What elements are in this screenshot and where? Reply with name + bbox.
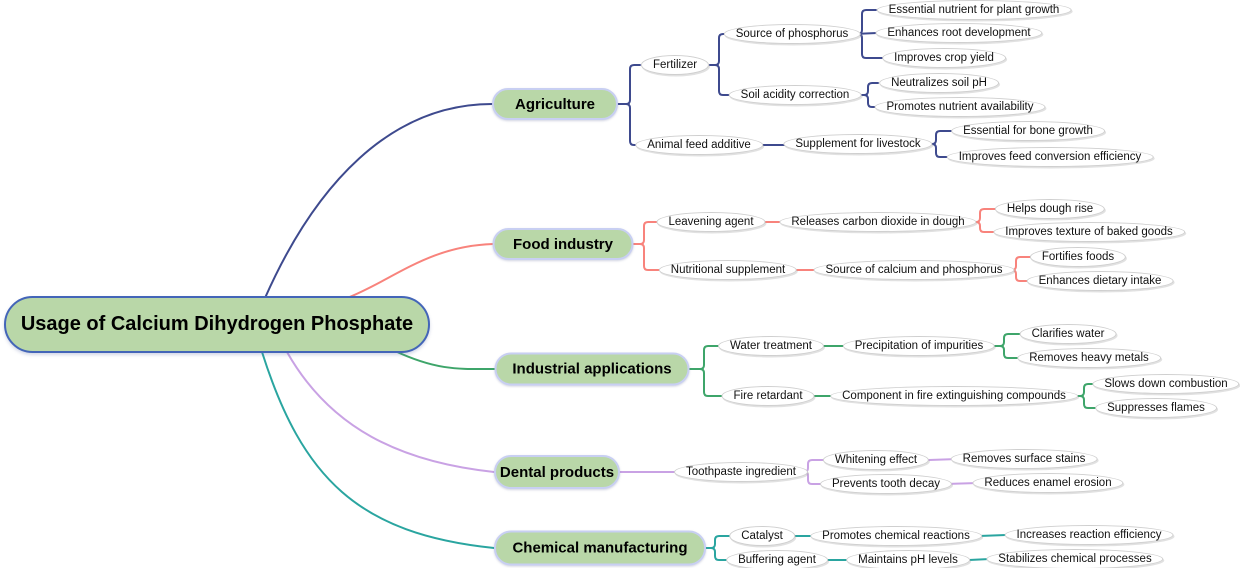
node-enhances-dietary-intake[interactable]: Enhances dietary intake bbox=[1026, 271, 1174, 291]
node-helps-dough-rise[interactable]: Helps dough rise bbox=[994, 199, 1106, 219]
node-improves-feed-conversion[interactable]: Improves feed conversion efficiency bbox=[946, 147, 1154, 167]
node-buffering-agent[interactable]: Buffering agent bbox=[726, 550, 828, 568]
dental-connectors bbox=[286, 351, 979, 485]
node-reduces-enamel-erosion[interactable]: Reduces enamel erosion bbox=[972, 473, 1124, 493]
node-precipitation-of-impurities[interactable]: Precipitation of impurities bbox=[842, 336, 996, 356]
node-animal-feed-additive[interactable]: Animal feed additive bbox=[635, 135, 763, 155]
node-essential-for-bone-growth[interactable]: Essential for bone growth bbox=[951, 121, 1105, 141]
node-leavening-agent[interactable]: Leavening agent bbox=[656, 212, 766, 232]
node-source-calcium-phosphorus[interactable]: Source of calcium and phosphorus bbox=[813, 260, 1015, 280]
node-improves-texture-baked-goods[interactable]: Improves texture of baked goods bbox=[993, 222, 1185, 242]
node-prevents-tooth-decay[interactable]: Prevents tooth decay bbox=[819, 474, 953, 494]
topic-dental-products[interactable]: Dental products bbox=[494, 455, 620, 489]
node-fortifies-foods[interactable]: Fortifies foods bbox=[1029, 247, 1127, 267]
node-source-of-phosphorus[interactable]: Source of phosphorus bbox=[723, 24, 861, 44]
node-soil-acidity-correction[interactable]: Soil acidity correction bbox=[728, 85, 862, 105]
node-fertilizer[interactable]: Fertilizer bbox=[640, 55, 710, 75]
topic-industrial-applications[interactable]: Industrial applications bbox=[494, 352, 690, 386]
node-whitening-effect[interactable]: Whitening effect bbox=[822, 450, 930, 470]
node-promotes-nutrient-availability[interactable]: Promotes nutrient availability bbox=[874, 97, 1046, 117]
node-neutralizes-soil-ph[interactable]: Neutralizes soil pH bbox=[879, 73, 999, 93]
node-removes-heavy-metals[interactable]: Removes heavy metals bbox=[1017, 348, 1161, 368]
root-topic[interactable]: Usage of Calcium Dihydrogen Phosphate bbox=[4, 296, 430, 353]
node-water-treatment[interactable]: Water treatment bbox=[717, 336, 825, 356]
node-maintains-ph-levels[interactable]: Maintains pH levels bbox=[846, 550, 970, 568]
node-releases-carbon-dioxide[interactable]: Releases carbon dioxide in dough bbox=[779, 212, 977, 232]
node-toothpaste-ingredient[interactable]: Toothpaste ingredient bbox=[674, 462, 808, 482]
node-catalyst[interactable]: Catalyst bbox=[729, 526, 795, 546]
node-nutritional-supplement[interactable]: Nutritional supplement bbox=[658, 260, 798, 280]
node-enhances-root-development[interactable]: Enhances root development bbox=[875, 23, 1043, 43]
topic-agriculture[interactable]: Agriculture bbox=[492, 88, 618, 120]
node-removes-surface-stains[interactable]: Removes surface stains bbox=[950, 449, 1098, 469]
node-component-fire-extinguishing[interactable]: Component in fire extinguishing compound… bbox=[830, 386, 1078, 406]
chemical-connectors bbox=[261, 351, 1007, 561]
topic-chemical-manufacturing[interactable]: Chemical manufacturing bbox=[494, 530, 706, 566]
node-fire-retardant[interactable]: Fire retardant bbox=[721, 386, 815, 406]
node-promotes-chemical-reactions[interactable]: Promotes chemical reactions bbox=[810, 526, 982, 546]
node-suppresses-flames[interactable]: Suppresses flames bbox=[1095, 398, 1217, 418]
node-essential-nutrient-plant-growth[interactable]: Essential nutrient for plant growth bbox=[876, 0, 1072, 20]
node-supplement-for-livestock[interactable]: Supplement for livestock bbox=[783, 134, 933, 154]
node-slows-down-combustion[interactable]: Slows down combustion bbox=[1092, 374, 1240, 394]
node-improves-crop-yield[interactable]: Improves crop yield bbox=[882, 48, 1006, 68]
node-stabilizes-chemical-processes[interactable]: Stabilizes chemical processes bbox=[986, 549, 1164, 568]
node-increases-reaction-efficiency[interactable]: Increases reaction efficiency bbox=[1004, 525, 1174, 545]
industrial-connectors bbox=[394, 333, 1100, 409]
node-clarifies-water[interactable]: Clarifies water bbox=[1019, 324, 1117, 344]
topic-food-industry[interactable]: Food industry bbox=[492, 228, 634, 260]
